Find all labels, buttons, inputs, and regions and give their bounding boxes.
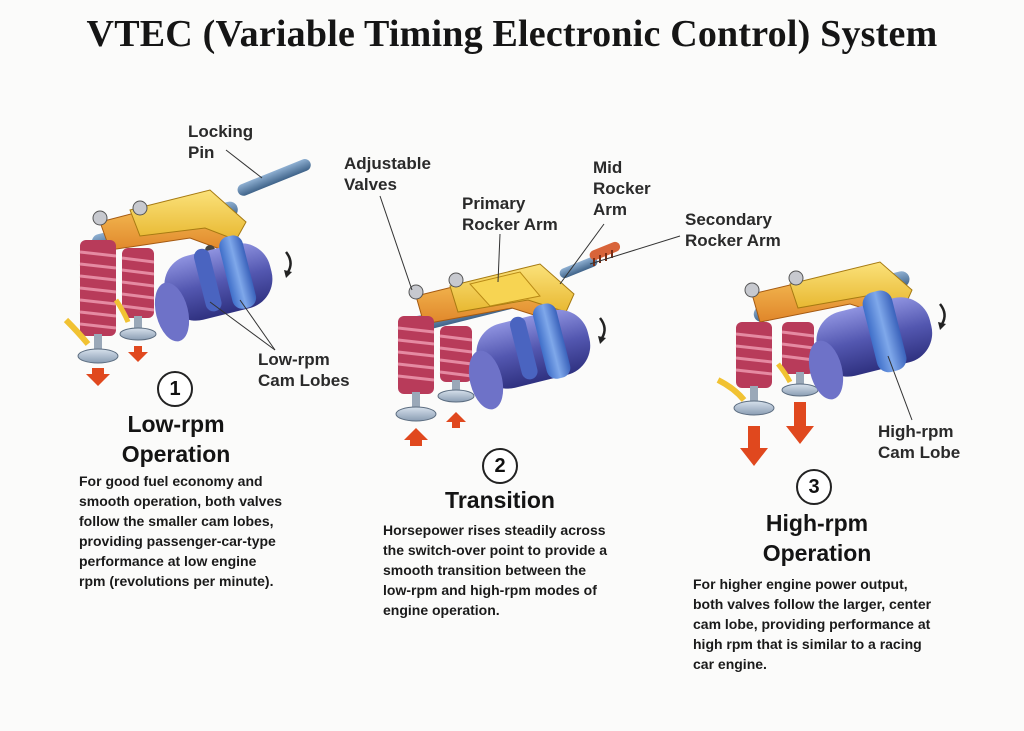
diagram-title: VTEC (Variable Timing Electronic Control… [86,13,938,55]
stage-3-mechanism [716,261,946,466]
label-high-rpm-cam-lobe: High-rpm Cam Lobe [878,422,961,462]
valve-motion-arrow [786,402,814,444]
valve-motion-arrow [86,368,110,386]
valve-motion-arrow [128,346,148,362]
valve-motion-arrow [446,412,466,428]
stage-1-heading: Low-rpm Operation [121,411,231,467]
valves [77,316,157,364]
valve-springs [79,240,155,336]
stage-1-description: For good fuel economy and smooth operati… [79,473,283,589]
stage-2-mechanism [395,241,621,446]
valve-springs [735,322,815,388]
valve-springs [397,316,473,394]
valves [395,380,475,422]
stage-2-description: Horsepower rises steadily across the swi… [383,522,608,618]
valve-motion-arrow [740,426,768,466]
stage-3-leader-lines [887,355,913,421]
label-secondary-rocker-arm: Secondary Rocker Arm [685,210,781,250]
stage-1-number: 1 [157,371,193,407]
label-locking-pin: Locking Pin [188,122,254,162]
stage-2-number: 2 [482,448,518,484]
stage-2-heading: Transition [445,487,555,513]
camshaft [468,303,606,410]
stage-3-description: For higher engine power output, both val… [693,576,932,672]
rocker-arms [408,263,575,327]
label-adjustable-valves: Adjustable Valves [344,154,431,194]
secondary-pin-assembly [559,241,621,279]
label-primary-rocker-arm: Primary Rocker Arm [462,194,558,234]
label-mid-rocker-arm: Mid Rocker Arm [593,158,651,219]
rocker-arms [92,189,247,255]
stage-2-leader-lines [379,195,681,291]
stage-1-mechanism [63,159,311,386]
valve-motion-arrow [404,428,428,446]
valves [733,372,819,416]
camshaft [808,290,946,400]
camshaft [154,235,292,342]
stage-3-heading: High-rpm Operation [762,510,872,566]
label-low-rpm-cam-lobes: Low-rpm Cam Lobes [258,350,350,390]
stage-1-leader-lines [209,149,276,351]
stage-3-number: 3 [796,469,832,505]
locking-pin [237,159,311,196]
